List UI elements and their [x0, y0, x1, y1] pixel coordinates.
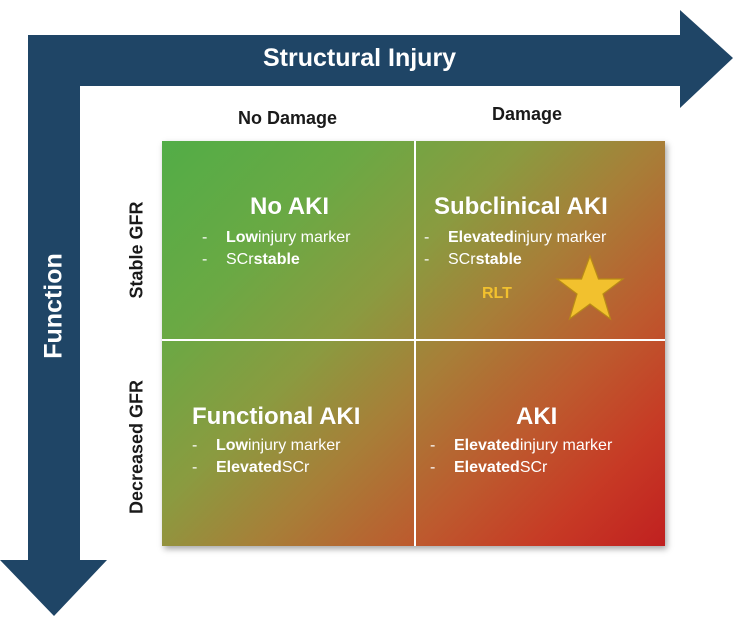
bullet-dash: -	[430, 459, 436, 476]
vertical-arrow	[0, 35, 107, 616]
bullet-dash: -	[430, 437, 436, 454]
bullet-dash: -	[192, 459, 198, 476]
horizontal-arrow	[28, 10, 733, 108]
bullet-item: - SCr stable	[424, 249, 608, 271]
bullet-text: SCr	[281, 459, 310, 476]
bullet-bold: Low	[226, 229, 258, 246]
quadrant-title: Subclinical AKI	[434, 193, 608, 220]
quadrant-title: Functional AKI	[192, 403, 361, 430]
matrix-horizontal-divider	[162, 339, 665, 341]
bullet-bold: Elevated	[454, 437, 520, 454]
bullet-text: SCr	[448, 251, 476, 268]
function-label: Function	[39, 253, 68, 359]
bullet-bold: Elevated	[454, 459, 520, 476]
bullet-bold-last: stable	[475, 251, 522, 268]
bullet-text: injury marker	[513, 229, 607, 246]
bullet-dash: -	[424, 251, 430, 268]
bullet-item: - Elevated SCr	[430, 457, 612, 479]
bullet-dash: -	[202, 229, 208, 246]
bullet-text: SCr	[519, 459, 548, 476]
row-header-decreased-gfr: Decreased GFR	[126, 379, 147, 515]
aki-matrix: No AKI - Low injury marker - SCr stable …	[162, 141, 665, 546]
quadrant-functional-aki: Functional AKI - Low injury marker - Ele…	[192, 403, 360, 479]
bullet-item: - SCr stable	[202, 249, 350, 271]
star-icon	[555, 254, 625, 321]
bullet-text: injury marker	[258, 229, 351, 246]
bullet-item: - Low injury marker	[192, 435, 360, 457]
bullet-item: - Elevated injury marker	[424, 227, 608, 249]
bullet-text: injury marker	[248, 437, 341, 454]
bullet-dash: -	[202, 251, 208, 268]
bullet-dash: -	[192, 437, 198, 454]
bullet-text: SCr	[226, 251, 254, 268]
column-header-damage: Damage	[492, 104, 563, 124]
row-header-stable-gfr: Stable GFR	[126, 201, 147, 299]
matrix-vertical-divider	[414, 141, 416, 546]
structural-injury-label: Structural Injury	[263, 44, 457, 72]
column-header-no-damage: No Damage	[238, 108, 338, 128]
quadrant-subclinical-aki: Subclinical AKI - Elevated injury marker…	[424, 193, 608, 271]
bullet-dash: -	[424, 229, 430, 246]
bullet-bold-last: stable	[253, 251, 300, 268]
quadrant-title: No AKI	[250, 193, 330, 220]
bullet-bold: Elevated	[216, 459, 282, 476]
quadrant-aki: AKI - Elevated injury marker - Elevated …	[430, 403, 612, 479]
bullet-bold: Elevated	[448, 229, 514, 246]
bullet-item: - Elevated injury marker	[430, 435, 612, 457]
bullet-text: injury marker	[519, 437, 613, 454]
quadrant-title: AKI	[516, 403, 558, 430]
bullet-item: - Elevated SCr	[192, 457, 360, 479]
bullet-bold: Low	[216, 437, 248, 454]
bullet-item: - Low injury marker	[202, 227, 350, 249]
rlt-label: RLT	[482, 285, 512, 302]
quadrant-no-aki: No AKI - Low injury marker - SCr stable	[202, 193, 350, 271]
